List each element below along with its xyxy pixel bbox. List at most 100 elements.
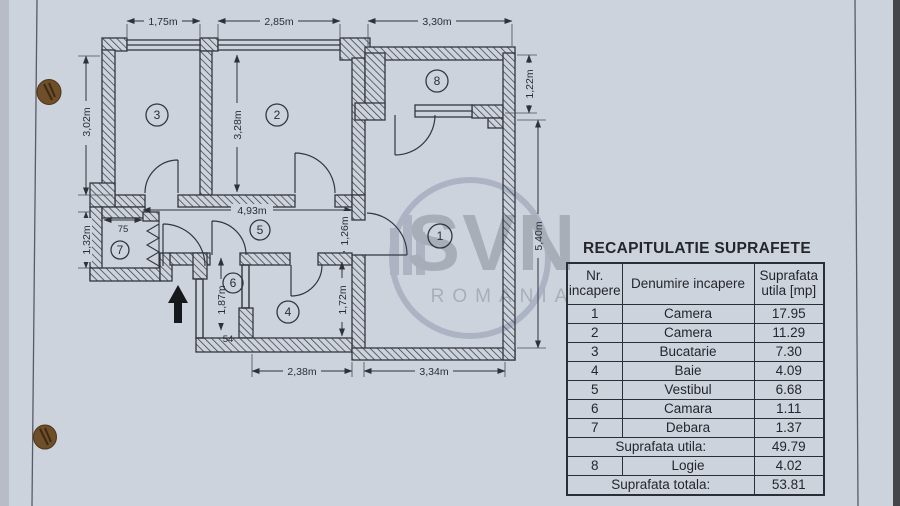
watermark: SVN ROMANIA xyxy=(389,177,578,339)
svg-text:3: 3 xyxy=(154,108,161,122)
dim-label: 3,28m xyxy=(232,110,244,139)
room-area: 7.30 xyxy=(753,342,825,362)
dim-label: 75 xyxy=(118,224,129,235)
room-name: Bucatarie xyxy=(621,342,755,362)
watermark-building-icon xyxy=(390,215,425,275)
col-header-nr: Nr. incapere xyxy=(566,262,623,305)
room-label-camera2: 2 xyxy=(265,103,289,127)
room-label-debara: 7 xyxy=(110,240,130,260)
room-nr: 5 xyxy=(566,380,623,400)
room-name: Debara xyxy=(621,418,755,438)
svg-text:2: 2 xyxy=(274,108,281,122)
table-row: 7 Debara 1.37 xyxy=(566,418,825,438)
room-name: Camera xyxy=(621,323,755,343)
table-row: 2 Camera 11.29 xyxy=(566,323,825,343)
door-bucatarie xyxy=(144,159,179,194)
hole-punch-bottom xyxy=(33,424,57,450)
north-arrow-icon xyxy=(168,285,188,323)
door-camara xyxy=(211,220,247,256)
room-area: 1.37 xyxy=(753,418,825,438)
total-label: Suprafata totala: xyxy=(566,475,755,496)
table-row: 5 Vestibul 6.68 xyxy=(566,380,825,400)
room-name: Camara xyxy=(621,399,755,419)
room-area: 4.02 xyxy=(753,456,825,476)
dimension-labels: 1,75m 2,85m 3,30m 3,02m 1,32m 3,28m 4,93… xyxy=(80,15,545,378)
dim-label: 1,87m xyxy=(216,285,228,314)
room-label-baie: 4 xyxy=(276,300,300,324)
table-row: 4 Baie 4.09 xyxy=(566,361,825,381)
room-area: 1.11 xyxy=(753,399,825,419)
svg-text:7: 7 xyxy=(117,243,124,257)
dim-label: 4,93m xyxy=(237,205,266,217)
room-label-camera1: 1 xyxy=(427,223,453,249)
hole-punch-top xyxy=(36,79,62,105)
room-nr: 1 xyxy=(566,304,623,324)
total-row: Suprafata totala: 53.81 xyxy=(566,475,825,496)
subtotal-label: Suprafata utila: xyxy=(566,437,755,457)
door-camera2 xyxy=(294,152,336,194)
room-name: Vestibul xyxy=(621,380,755,400)
svg-text:8: 8 xyxy=(434,74,441,88)
room-area: 4.09 xyxy=(753,361,825,381)
room-label-bucatarie: 3 xyxy=(145,103,169,127)
dim-label: 1,75m xyxy=(148,16,177,28)
dim-label: 3,30m xyxy=(422,16,451,28)
room-name: Camera xyxy=(621,304,755,324)
room-nr: 3 xyxy=(566,342,623,362)
room-name: Baie xyxy=(621,361,755,381)
watermark-brand: SVN xyxy=(407,198,578,287)
subtotal-row: Suprafata utila: 49.79 xyxy=(566,437,825,457)
dim-label: 5,40m xyxy=(533,221,545,250)
door-debara xyxy=(162,223,206,267)
room-labels: 3 2 8 1 5 7 6 4 xyxy=(110,69,453,324)
room-nr: 7 xyxy=(566,418,623,438)
room-name: Logie xyxy=(621,456,755,476)
room-label-camara: 6 xyxy=(222,272,244,294)
total-value: 53.81 xyxy=(753,475,825,496)
svg-text:6: 6 xyxy=(230,276,237,290)
svg-text:5: 5 xyxy=(257,223,264,237)
subtotal-value: 49.79 xyxy=(753,437,825,457)
door-camera1 xyxy=(365,212,408,256)
door-baie xyxy=(290,264,323,297)
room-area: 6.68 xyxy=(753,380,825,400)
svg-text:4: 4 xyxy=(285,305,292,319)
dim-label: 1,22m xyxy=(524,69,536,98)
doors-layer xyxy=(144,114,436,297)
closet-symbol xyxy=(145,221,161,268)
door-logie xyxy=(394,114,436,156)
dim-label: 1,26m xyxy=(339,216,351,245)
dim-label: 2,85m xyxy=(264,16,293,28)
table-row: 6 Camara 1.11 xyxy=(566,399,825,419)
margin-line-left xyxy=(31,0,38,506)
table-row: 1 Camera 17.95 xyxy=(566,304,825,324)
floor-plan: 1,75m 2,85m 3,30m 3,02m 1,32m 3,28m 4,93… xyxy=(78,15,546,378)
windows-layer xyxy=(126,39,473,118)
room-nr: 4 xyxy=(566,361,623,381)
col-header-area: Suprafata utila [mp] xyxy=(753,262,825,305)
room-label-logie: 8 xyxy=(425,69,449,93)
page-left-edge xyxy=(0,0,9,506)
dim-label: 3,34m xyxy=(419,366,448,378)
watermark-circle xyxy=(389,177,551,339)
dim-label: 1,72m xyxy=(337,285,349,314)
room-area: 11.29 xyxy=(753,323,825,343)
room-nr: 8 xyxy=(566,456,623,476)
table-header-row: Nr. incapere Denumire incapere Suprafata… xyxy=(566,262,825,305)
room-label-vestibul: 5 xyxy=(249,219,271,241)
room-nr: 2 xyxy=(566,323,623,343)
walls-layer xyxy=(89,37,516,361)
svg-text:1: 1 xyxy=(437,229,444,243)
room-area: 17.95 xyxy=(753,304,825,324)
area-table-card: RECAPITULATIE SUPRAFETE Nr. incapere Den… xyxy=(566,240,828,496)
col-header-name: Denumire incapere xyxy=(621,262,755,305)
dim-label: 2,38m xyxy=(287,366,316,378)
dim-label: 3,02m xyxy=(81,107,93,136)
table-row: 8 Logie 4.02 xyxy=(566,456,825,476)
area-table: Nr. incapere Denumire incapere Suprafata… xyxy=(566,262,825,496)
watermark-country: ROMANIA xyxy=(431,286,576,307)
dimension-lines xyxy=(83,18,541,374)
margin-line-right xyxy=(854,0,859,506)
